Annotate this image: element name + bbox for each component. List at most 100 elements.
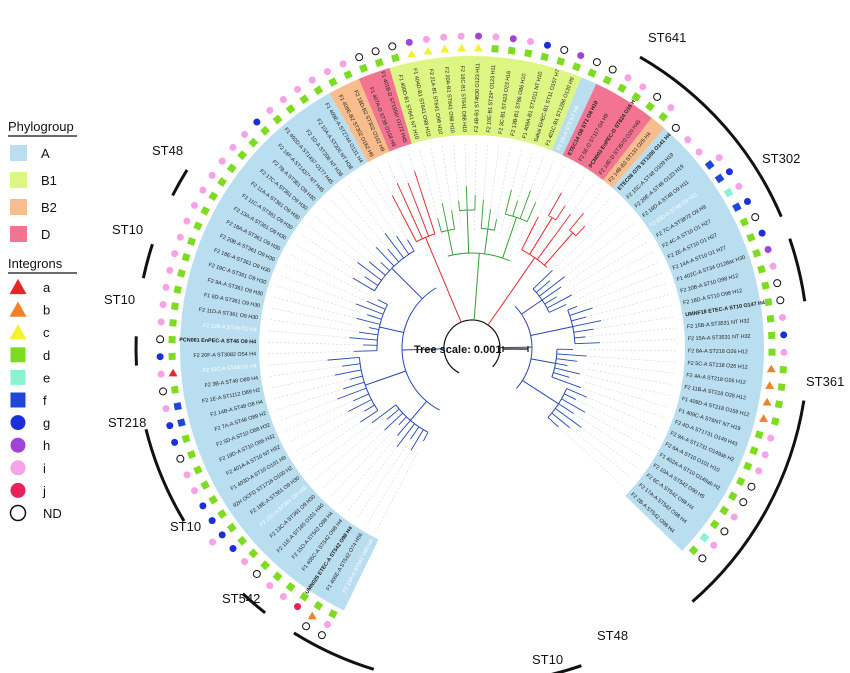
leader-line	[589, 327, 678, 337]
tip-branch	[567, 305, 578, 311]
integron-mark-i	[715, 154, 723, 162]
integron-mark-i	[218, 157, 226, 165]
integron-mark-d	[181, 434, 191, 444]
leader-line	[589, 362, 677, 375]
integron-mark-g	[229, 545, 237, 553]
integron-mark-d	[540, 52, 549, 62]
leader-line	[376, 165, 418, 244]
integron-mark-d	[328, 609, 338, 619]
branch	[521, 227, 534, 251]
integron-mark-i	[199, 186, 207, 194]
integron-mark-d	[313, 600, 324, 611]
integron-mark-d	[764, 298, 773, 307]
integron-mark-h	[475, 32, 483, 40]
tip-branch	[526, 202, 537, 222]
tip-branch	[384, 233, 405, 259]
integron-mark-i	[208, 171, 216, 179]
branch	[522, 380, 559, 405]
tip-branch	[369, 261, 386, 276]
leader-line	[366, 449, 412, 526]
st-annotations: ST641ST302ST361ST48ST10ST542ST10ST218ST1…	[104, 30, 844, 673]
tip-branch	[569, 212, 584, 231]
integron-mark-i	[241, 558, 249, 566]
branch	[421, 192, 436, 235]
st-arc	[788, 238, 807, 302]
integron-mark-i	[159, 301, 167, 309]
legend-integron-d-icon	[10, 347, 26, 363]
leader-line	[269, 307, 357, 326]
tip-branch	[487, 209, 491, 230]
integron-mark-i	[339, 60, 347, 68]
tip-branch	[546, 294, 572, 309]
integron-mark-g	[780, 331, 788, 339]
branch	[536, 239, 553, 260]
integron-mark-d	[507, 46, 516, 55]
tip-branch	[544, 296, 557, 305]
tip-branch	[407, 182, 420, 213]
leader-line	[541, 182, 595, 254]
st-label: ST10	[104, 292, 135, 307]
integron-mark-b	[762, 397, 772, 406]
integron-mark-nd	[773, 279, 782, 288]
leader-line	[306, 418, 378, 472]
leader-line	[366, 170, 412, 247]
tip-branch	[575, 225, 586, 237]
legend-integrons-title: Integrons	[8, 256, 63, 271]
st-arc	[144, 428, 186, 522]
leader-line	[571, 411, 646, 460]
leader-line	[565, 222, 636, 277]
leaf-label: F2 20F-A ST3082 O54 H4	[193, 351, 256, 359]
tip-branch	[380, 262, 390, 271]
integron-mark-d	[779, 366, 787, 374]
leaf-label: F2 20C-A ST48 O1 H4	[202, 364, 257, 375]
phylogroup-sector-a	[551, 77, 597, 156]
leader-line	[577, 400, 657, 440]
tip-branch	[391, 195, 406, 220]
leader-line	[586, 375, 673, 397]
leader-line	[266, 341, 355, 345]
legend-swatch-b2	[10, 199, 27, 215]
tip-branch	[564, 393, 577, 400]
integron-mark-d	[617, 83, 627, 93]
integron-mark-d	[170, 385, 179, 394]
tip-branch	[548, 303, 567, 313]
tip-branch	[384, 412, 404, 431]
leader-line	[283, 263, 365, 301]
integron-mark-i	[735, 182, 743, 190]
leader-line	[587, 304, 674, 324]
integron-mark-nd	[252, 569, 261, 578]
leader-line	[266, 330, 355, 339]
integron-mark-i	[266, 106, 274, 114]
tip-branch	[541, 286, 562, 301]
integron-mark-h	[405, 38, 413, 46]
tip-branch	[566, 388, 588, 398]
legend-label: g	[43, 416, 50, 431]
legend-integron-g-icon	[10, 415, 26, 431]
integron-mark-nd	[560, 45, 569, 54]
leader-line	[441, 144, 456, 232]
integron-mark-b	[759, 414, 769, 422]
tip-branch	[571, 316, 586, 322]
integron-mark-nd	[592, 58, 601, 67]
leader-line	[288, 253, 368, 295]
subclade-arc	[459, 209, 475, 212]
leader-line	[588, 369, 675, 386]
integron-mark-i	[191, 487, 199, 495]
integron-mark-d	[285, 582, 296, 592]
integron-mark-d	[208, 191, 219, 201]
integron-mark-d	[768, 348, 776, 356]
integron-mark-d	[752, 248, 762, 258]
subclade-arc	[358, 357, 379, 411]
branch	[404, 219, 417, 242]
integron-mark-d	[743, 461, 753, 471]
leader-line	[279, 389, 362, 422]
tip-branch	[334, 369, 362, 376]
legend-integron-nd-icon	[9, 504, 27, 522]
integron-mark-d	[187, 450, 197, 460]
integron-mark-d	[168, 352, 176, 360]
leaf-label: F2 5C-A ST218 O26 H12	[687, 360, 748, 370]
integron-mark-nd	[653, 92, 662, 101]
integron-mark-d	[177, 269, 186, 278]
